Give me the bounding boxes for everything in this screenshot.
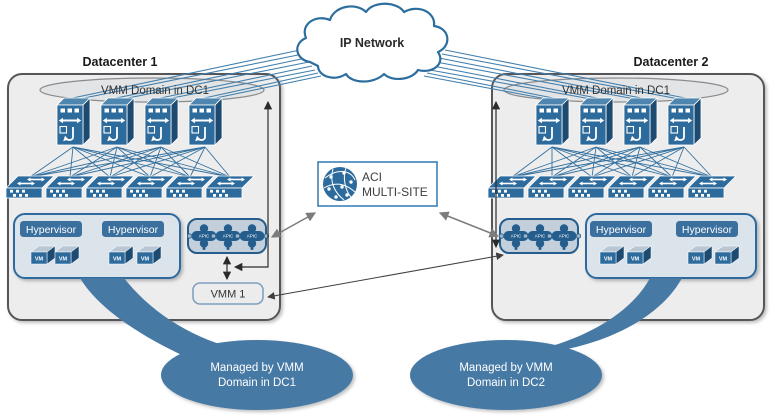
apic-label: APIC — [559, 234, 570, 239]
ip-network-label: IP Network — [340, 36, 404, 50]
callout-managed-dc1: Managed by VMM Domain in DC1 — [80, 278, 353, 410]
datacenter-2-title: Datacenter 2 — [633, 55, 708, 69]
aci-label-line2: MULTI-SITE — [362, 185, 428, 199]
spine-switch-icon — [535, 97, 570, 146]
vmm1-box: VMM 1 — [192, 282, 264, 305]
vmm-domain-label-dc2: VMM Domain in DC1 — [562, 85, 670, 97]
spine-switch-icon — [579, 97, 614, 146]
aci-label-line1: ACI — [362, 170, 382, 184]
hypervisor-label: Hypervisor — [26, 224, 77, 236]
callout-dc1-line2: Domain in DC1 — [218, 377, 296, 389]
fabric-mesh-dc1 — [29, 146, 231, 178]
vm-label: VM — [59, 257, 68, 263]
apic-label: APIC — [199, 234, 210, 239]
apic-label: APIC — [247, 234, 258, 239]
apic-cluster-dc1: APIC APIC APIC — [186, 218, 270, 254]
hypervisor-group-dc1: Hypervisor Hypervisor VM VM VM VM — [13, 213, 181, 279]
arrow-vmm1-apic2 — [267, 252, 504, 300]
vmm-domain-ellipse-dc2 — [503, 77, 729, 103]
callout-dc2-line1: Managed by VMM — [459, 362, 552, 374]
cloud-links-dc1 — [67, 49, 322, 100]
fabric-mesh-dc2 — [511, 146, 713, 178]
vmm-domain-label-dc1: VMM Domain in DC1 — [101, 85, 209, 97]
hypervisor-label: Hypervisor — [596, 224, 647, 236]
globe-icon — [323, 167, 357, 201]
callout-managed-dc2: Managed by VMM Domain in DC2 — [410, 278, 682, 410]
cloud-links-dc2 — [423, 49, 691, 100]
spine-switch-icon — [56, 97, 91, 146]
ip-network-cloud: IP Network — [296, 2, 449, 83]
spine-switch-icon — [188, 97, 223, 146]
spine-switch-icon — [144, 97, 179, 146]
vm-label: VM — [604, 257, 613, 263]
arrow-apic1-multisite — [270, 212, 317, 238]
datacenter-1-title: Datacenter 1 — [82, 55, 157, 69]
vmm1-label: VMM 1 — [211, 289, 246, 301]
vm-label: VM — [35, 257, 44, 263]
apic-label: APIC — [511, 234, 522, 239]
vm-label: VM — [719, 257, 728, 263]
arrow-multisite-apic2 — [438, 211, 500, 238]
vm-label: VM — [113, 257, 122, 263]
spine-switch-icon — [623, 97, 658, 146]
vm-label: VM — [692, 257, 701, 263]
callout-dc1-line1: Managed by VMM — [210, 362, 303, 374]
spine-switch-icon — [100, 97, 135, 146]
spine-switch-icon — [667, 97, 702, 146]
apic-cluster-dc2: APIC APIC APIC — [498, 218, 582, 254]
hypervisor-label: Hypervisor — [682, 224, 733, 236]
vm-label: VM — [141, 257, 150, 263]
hypervisor-label: Hypervisor — [108, 224, 159, 236]
vm-label: VM — [631, 257, 640, 263]
apic-label: APIC — [535, 234, 546, 239]
callout-dc2-line2: Domain in DC2 — [467, 377, 545, 389]
apic-label: APIC — [223, 234, 234, 239]
hypervisor-group-dc2: Hypervisor Hypervisor VM VM VM VM — [585, 213, 757, 279]
aci-multisite-box: ACI MULTI-SITE — [317, 161, 438, 207]
